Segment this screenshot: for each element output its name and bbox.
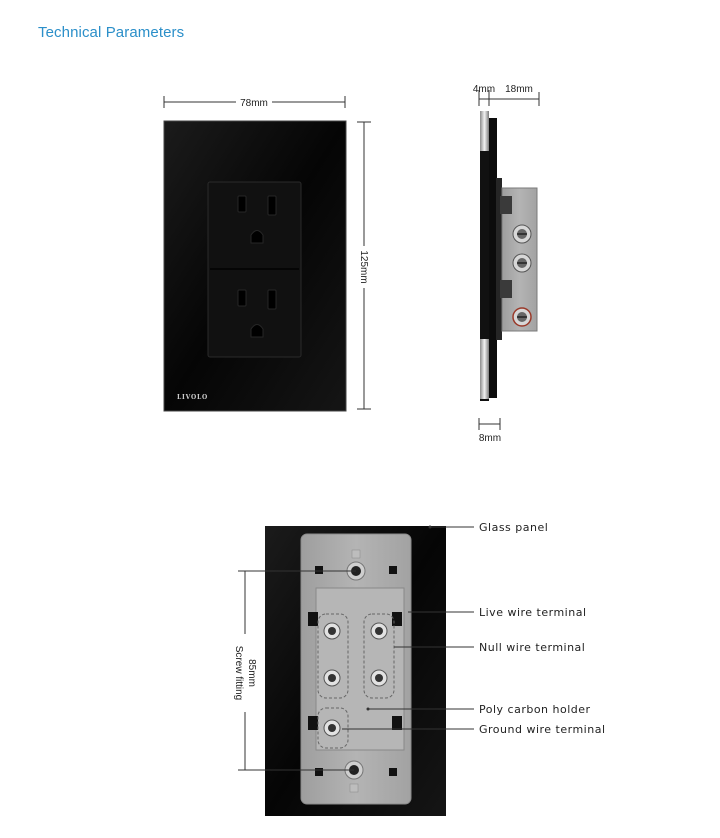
- depth-label: 18mm: [505, 84, 533, 95]
- live-wire-label: Live wire terminal: [479, 606, 587, 619]
- height-label: 125mm: [358, 250, 369, 283]
- back-terminals: [323, 622, 388, 737]
- side-view: 4mm 18mm 8mm: [473, 84, 540, 444]
- upper-outlet: [237, 195, 277, 244]
- page-title: Technical Parameters: [38, 24, 185, 41]
- ground-wire-label: Ground wire terminal: [479, 723, 606, 736]
- callout-leaders: [342, 526, 474, 730]
- screw-fitting-dimension: [238, 570, 356, 771]
- lower-outlet: [237, 289, 277, 338]
- glass-thickness-label: 4mm: [473, 84, 495, 95]
- null-wire-label: Null wire terminal: [479, 641, 585, 654]
- bottom-dimension: [478, 418, 501, 430]
- bottom-depth-label: 8mm: [479, 433, 501, 444]
- side-terminal-screws: [512, 224, 532, 327]
- width-dimension: [163, 96, 346, 108]
- glass-panel-label: Glass panel: [479, 521, 548, 534]
- screw-distance-label: 85mm: [246, 659, 257, 687]
- poly-carbon-label: Poly carbon holder: [479, 703, 591, 716]
- brand-logo: LIVOLO: [177, 394, 208, 401]
- screw-fitting-label: Screw fitting: [233, 646, 244, 700]
- back-view: 85mm Screw fitting Glass panel Live wire…: [233, 521, 606, 816]
- width-label: 78mm: [240, 98, 268, 109]
- front-view: 78mm 125mm LIVOLO: [163, 96, 371, 412]
- height-dimension: [357, 121, 371, 410]
- side-glass-edge: [480, 111, 489, 401]
- top-dimensions: [478, 90, 540, 106]
